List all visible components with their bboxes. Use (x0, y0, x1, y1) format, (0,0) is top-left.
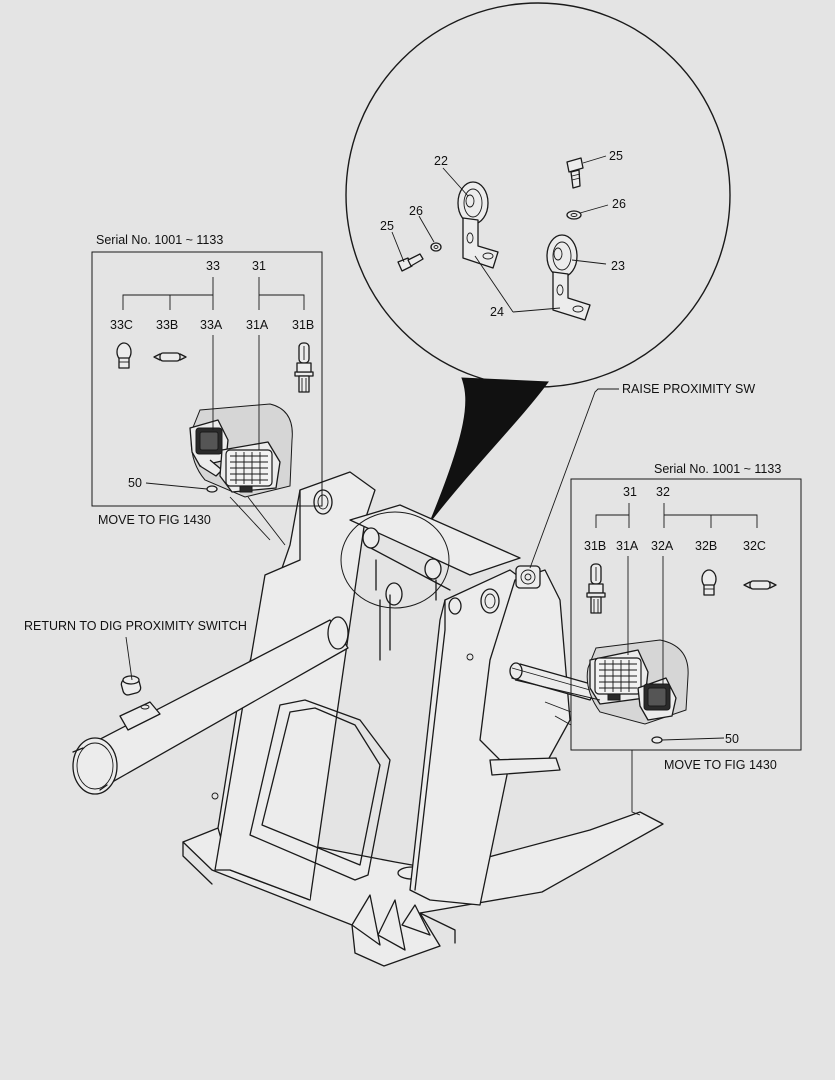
callout-31B-left: 31B (292, 318, 314, 332)
flood-lamp-31A-left (219, 441, 281, 493)
callout-26-right: 26 (612, 197, 626, 211)
machine-frame (72, 471, 664, 967)
callout-26-left: 26 (409, 204, 423, 218)
group-33-label: 33 (206, 259, 220, 273)
callout-33A-left: 33A (200, 318, 223, 332)
callout-33C: 33C (110, 318, 133, 332)
callout-23: 23 (611, 259, 625, 273)
bolt-25-right (566, 157, 584, 189)
callout-31B-right: 31B (584, 539, 606, 553)
callout-31A-left: 31A (246, 318, 269, 332)
move-note-right: MOVE TO FIG 1430 (664, 758, 777, 772)
bracket-23 (546, 234, 591, 321)
flood-lamp-31A-right (589, 649, 649, 705)
halogen-31B-icon-right (586, 563, 606, 614)
bolt-25-left (397, 253, 424, 272)
callout-31A-right: 31A (616, 539, 639, 553)
festoon-32C-icon (743, 580, 777, 590)
washer-26-right (566, 210, 582, 220)
group-31-label-left: 31 (252, 259, 266, 273)
dig-proximity-switch (119, 675, 161, 731)
raise-proximity-note: RAISE PROXIMITY SW (622, 382, 755, 396)
raise-proximity-switch (515, 565, 541, 589)
callout-50-right: 50 (725, 732, 739, 746)
bulb-32B-icon (701, 569, 717, 596)
festoon-33B-icon (153, 352, 187, 362)
right-callout-box (570, 478, 802, 751)
left-lamp-group: Serial No. 1001 ~ 1133 33 31 33C 33B 33A… (91, 233, 323, 546)
left-callout-box (91, 251, 323, 507)
callout-50-left: 50 (128, 476, 142, 490)
bulb-33C-icon (116, 342, 132, 369)
washer-50-right (651, 736, 663, 744)
callout-25-right: 25 (609, 149, 623, 163)
move-note-left: MOVE TO FIG 1430 (98, 513, 211, 527)
washer-50-left (206, 485, 218, 493)
callout-24: 24 (490, 305, 504, 319)
callout-32C: 32C (743, 539, 766, 553)
return-to-dig-note: RETURN TO DIG PROXIMITY SWITCH (24, 619, 247, 633)
group-32-label: 32 (656, 485, 670, 499)
callout-32A: 32A (651, 539, 674, 553)
serial-note-right: Serial No. 1001 ~ 1133 (654, 462, 781, 476)
bracket-22 (457, 181, 499, 269)
serial-note-left: Serial No. 1001 ~ 1133 (96, 233, 223, 247)
callout-22: 22 (434, 154, 448, 168)
callout-25-left: 25 (380, 219, 394, 233)
pivot-tube (72, 616, 349, 795)
washer-26-left (430, 242, 442, 252)
group-31-label-right: 31 (623, 485, 637, 499)
halogen-31B-icon-left (294, 342, 314, 393)
detail-circle-view: 22 26 25 25 26 23 24 (345, 2, 731, 523)
switch-notes: RAISE PROXIMITY SW RETURN TO DIG PROXIMI… (24, 382, 755, 681)
work-lamp-32A (637, 677, 677, 721)
work-lamp-33A-left (189, 419, 229, 477)
callout-33B: 33B (156, 318, 178, 332)
callout-32B: 32B (695, 539, 717, 553)
right-lamp-group: Serial No. 1001 ~ 1133 31 32 31B 31A 32A… (511, 462, 802, 816)
